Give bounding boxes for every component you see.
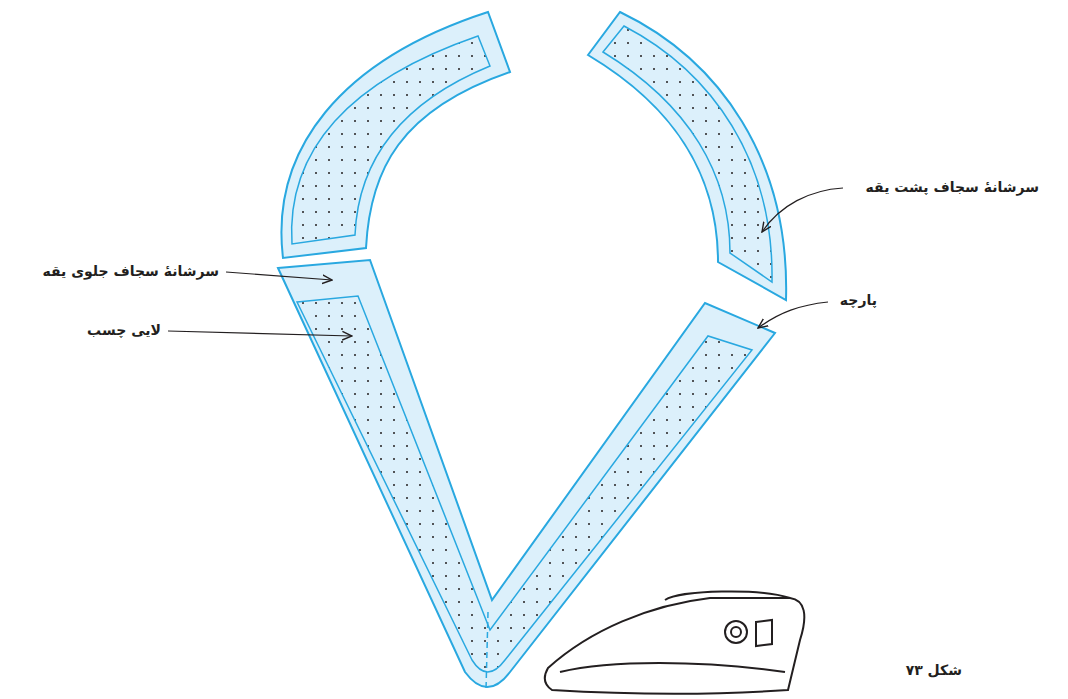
- leader-line: [168, 331, 352, 336]
- figure-caption: شکل ۷۳: [903, 660, 965, 680]
- part-label: پارچه: [837, 290, 880, 310]
- part-label: سرشانهٔ سجاف پشت یقه: [863, 177, 1042, 197]
- part-label: لایی چسب: [84, 320, 164, 340]
- back-facing-left: [281, 12, 510, 258]
- iron: [545, 591, 805, 693]
- leader-line: [226, 272, 332, 280]
- leader-line: [758, 302, 828, 328]
- interlining-back-right: [603, 26, 772, 282]
- leader-line: [762, 188, 843, 232]
- interlining-back-left: [292, 36, 490, 244]
- center-fold-line: [486, 612, 488, 690]
- back-facing-right: [588, 12, 786, 300]
- part-label: سرشانهٔ سجاف جلوی یقه: [40, 261, 222, 281]
